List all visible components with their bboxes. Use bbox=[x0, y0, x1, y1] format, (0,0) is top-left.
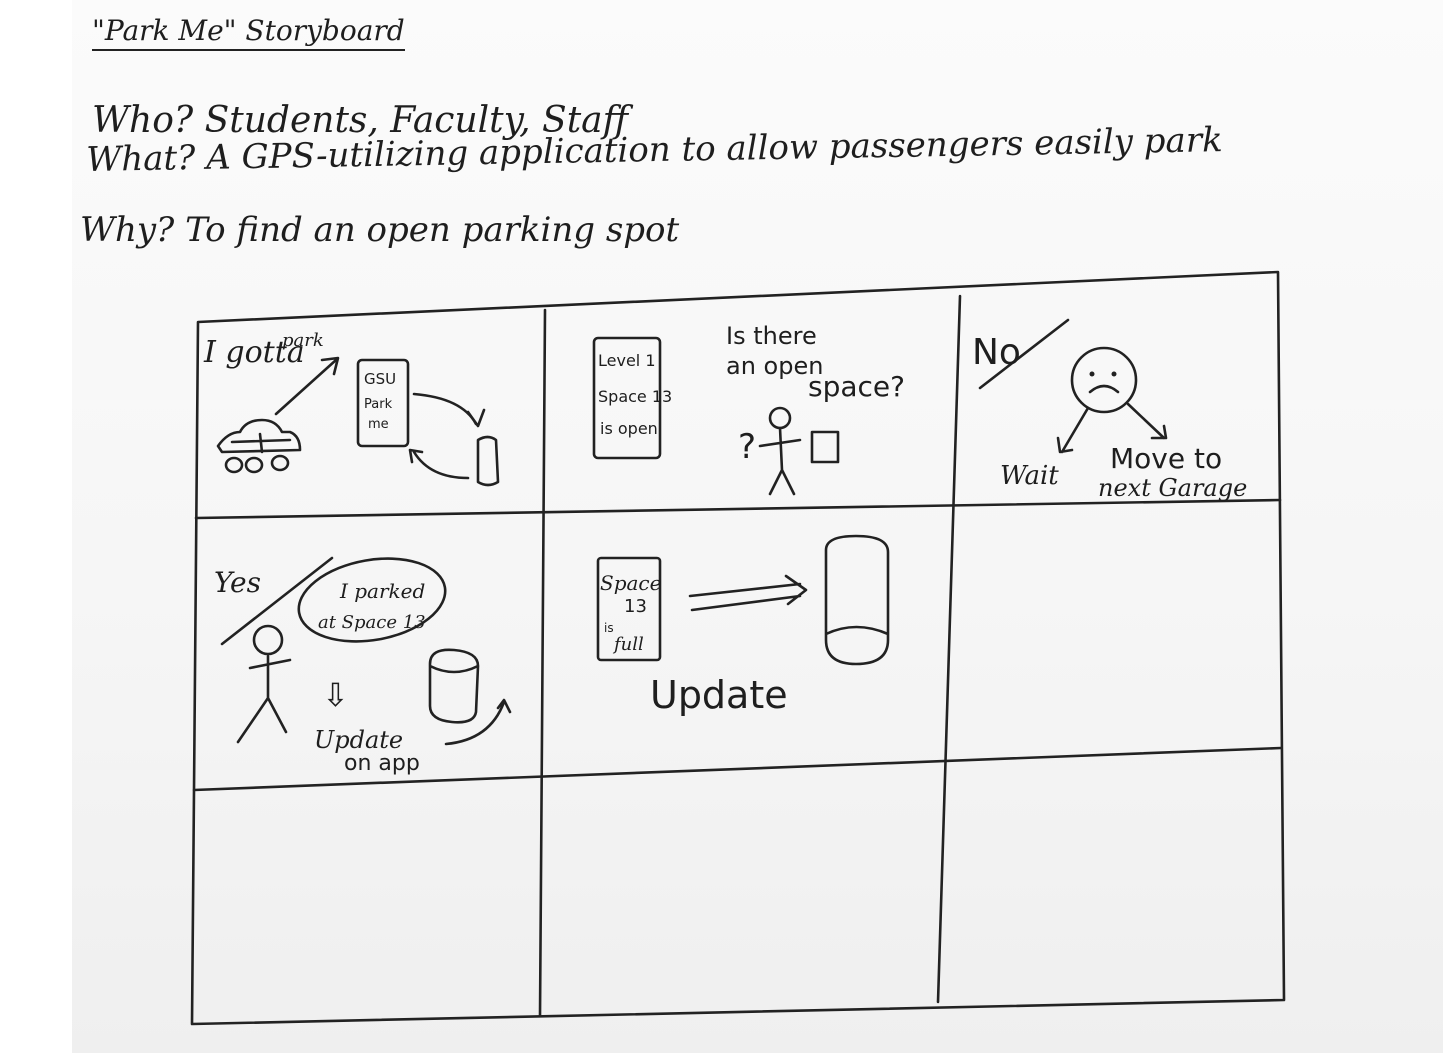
grid-frame bbox=[190, 270, 1286, 1026]
update-caption: Update bbox=[650, 673, 788, 717]
panel-1-caption-line-1: I gotta bbox=[203, 335, 305, 370]
arrow-down-left-icon bbox=[1056, 406, 1090, 454]
thought-text: space? bbox=[808, 370, 905, 403]
arrow-up-right-icon bbox=[274, 356, 340, 416]
phone-text: Space bbox=[600, 571, 661, 595]
phone-icon bbox=[596, 556, 662, 662]
phone-text: 13 bbox=[624, 596, 647, 617]
option-move: next Garage bbox=[1098, 474, 1247, 502]
sad-face-icon bbox=[1070, 346, 1138, 414]
option-wait: Wait bbox=[1000, 461, 1059, 491]
phone-text: GSU bbox=[364, 370, 396, 388]
question-mark: ? bbox=[738, 427, 756, 467]
phone-text: is open bbox=[600, 419, 658, 438]
why-line: Why? To find an open parking spot bbox=[80, 210, 680, 250]
stick-person-icon bbox=[236, 654, 292, 744]
thought-text: Is there bbox=[726, 322, 817, 350]
grid-divider-horizontal-1 bbox=[194, 498, 1282, 520]
phone-text: is bbox=[604, 621, 614, 635]
bubble-text: I parked bbox=[339, 579, 425, 603]
option-move: Move to bbox=[1110, 442, 1222, 475]
server-icon bbox=[476, 435, 500, 487]
arrow-down-right-icon bbox=[1126, 402, 1168, 440]
sad-eye-icon bbox=[1089, 371, 1095, 377]
sad-mouth-icon bbox=[1088, 384, 1120, 394]
database-icon bbox=[824, 534, 890, 666]
paper-sheet bbox=[72, 0, 1443, 1053]
no-label: No bbox=[972, 332, 1021, 373]
phone-small-icon bbox=[810, 430, 840, 464]
stick-person-icon bbox=[758, 426, 802, 496]
yes-label: Yes bbox=[214, 566, 261, 599]
phone-text: me bbox=[368, 417, 389, 432]
person-head-icon bbox=[252, 624, 284, 656]
phone-text: Park bbox=[364, 397, 393, 412]
who-line: Who? Students, Faculty, Staff bbox=[92, 100, 629, 141]
update-caption: on app bbox=[344, 751, 420, 776]
person-head-icon bbox=[768, 406, 792, 430]
car-wheels-icon bbox=[224, 454, 290, 474]
grid-divider-horizontal-2 bbox=[192, 746, 1283, 792]
bubble-text: at Space 13 bbox=[318, 612, 426, 633]
sad-eye-icon bbox=[1111, 371, 1117, 377]
thought-text: an open bbox=[726, 352, 823, 380]
double-arrow-right-icon bbox=[688, 574, 808, 612]
phone-text: full bbox=[612, 634, 644, 655]
update-caption: Update bbox=[314, 726, 403, 754]
storyboard-title: "Park Me" Storyboard bbox=[92, 14, 405, 51]
phone-text: Level 1 bbox=[598, 351, 656, 370]
speech-bubble bbox=[297, 557, 447, 643]
cycle-arrow-return-icon bbox=[408, 448, 470, 480]
cycle-arrow-icon bbox=[412, 392, 486, 428]
phone-text: Space 13 bbox=[598, 387, 672, 406]
down-arrow: ⇩ bbox=[322, 676, 349, 714]
grid-divider-vertical-1 bbox=[538, 308, 547, 1018]
database-icon bbox=[428, 648, 480, 724]
grid-divider-vertical-2 bbox=[936, 294, 962, 1004]
phone-icon bbox=[592, 336, 662, 460]
yes-slash-line bbox=[220, 556, 334, 646]
no-slash-line bbox=[978, 318, 1070, 390]
phone-icon bbox=[356, 358, 410, 448]
panel-1-caption-line-2: park bbox=[282, 330, 324, 351]
car-icon bbox=[216, 418, 302, 454]
return-arrow-icon bbox=[444, 698, 512, 746]
